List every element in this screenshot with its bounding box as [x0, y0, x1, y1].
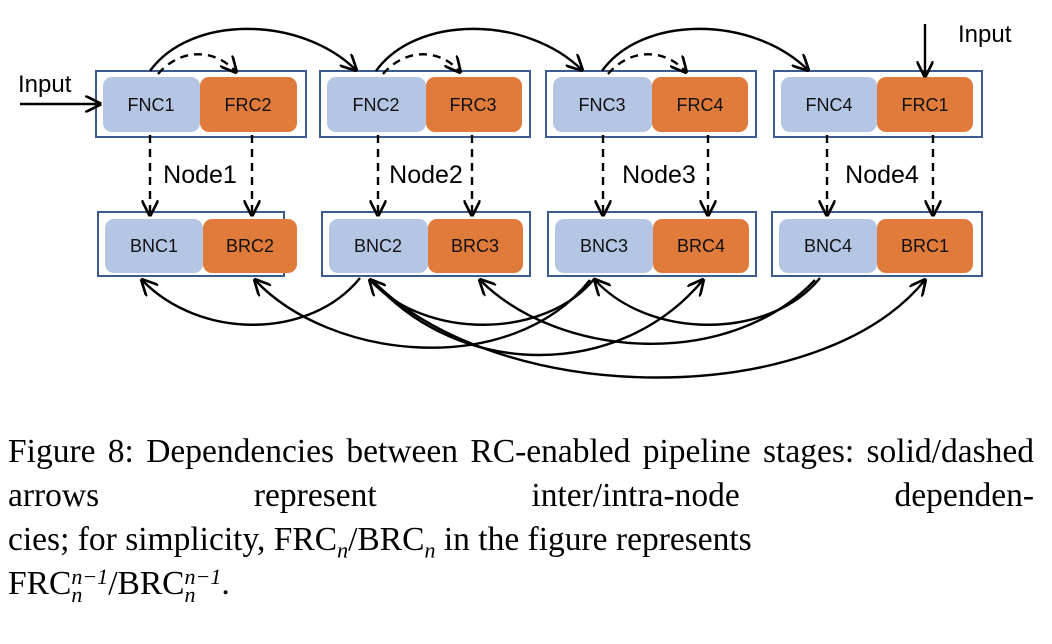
- node-2: FNC2 FRC3 BNC2 BRC3 Node2: [319, 70, 531, 277]
- caption-frc-base: FRC: [8, 565, 72, 602]
- node-label-node4: Node4: [845, 161, 919, 189]
- forward-box-node1: FNC1 FRC2: [95, 70, 307, 138]
- forward-box-node4: FNC4 FRC1: [773, 70, 983, 138]
- caption-slash-brc: /BRC: [108, 565, 185, 602]
- forward-box-node3: FNC3 FRC4: [545, 70, 757, 138]
- inter-arc-fnc1-fnc2: [149, 27, 356, 71]
- brc-cell-node3: [653, 219, 749, 273]
- inter-arc-fnc2-fnc3: [375, 27, 582, 71]
- frc-label-node2: FRC3: [449, 95, 496, 115]
- fnc-label-node3: FNC3: [578, 95, 625, 115]
- inter-arc-bnc4-bnc3: [595, 278, 821, 326]
- brc-cell-node4: [877, 219, 973, 273]
- brc-cell-node1: [203, 219, 297, 273]
- caption-sup-1: n−1: [71, 564, 109, 590]
- node-label-node1: Node1: [163, 161, 237, 189]
- frc-label-node3: FRC4: [676, 95, 723, 115]
- caption-sub-3: n: [71, 582, 83, 608]
- node-4: FNC4 FRC1 BNC4 BRC1 Node4: [771, 70, 983, 277]
- intra-arc-fnc1-frc2: [157, 53, 236, 74]
- bnc-label-node3: BNC3: [580, 236, 628, 256]
- inter-arc-bnc3-brc2: [255, 280, 591, 349]
- node-label-node2: Node2: [389, 161, 463, 189]
- forward-box-node2: FNC2 FRC3: [319, 70, 531, 138]
- bnc-label-node4: BNC4: [804, 236, 852, 256]
- input-label-right: Input: [958, 21, 1012, 48]
- backward-box-node3: BNC3 BRC4: [547, 211, 757, 277]
- frc-cell-node3: [652, 77, 748, 132]
- caption-sub-2: n: [424, 537, 436, 563]
- frc-label-node1: FRC2: [224, 95, 271, 115]
- frc-cell-node4: [877, 77, 973, 132]
- bnc-label-node2: BNC2: [354, 236, 402, 256]
- caption-sub-4: n: [184, 582, 196, 608]
- bnc-cell-node1: [105, 219, 203, 273]
- fnc-label-node2: FNC2: [352, 95, 399, 115]
- fnc-cell-node4: [781, 77, 877, 132]
- node-1: FNC1 FRC2 BNC1 BRC2 Node1: [95, 70, 307, 277]
- inter-arc-bnc2-brc1: [371, 280, 925, 379]
- inter-arc-bnc4-brc3: [480, 280, 816, 345]
- backward-box-node4: BNC4 BRC1: [771, 211, 983, 277]
- inter-arc-bnc2-brc4: [371, 280, 703, 357]
- fnc-label-node1: FNC1: [127, 95, 174, 115]
- node-3: FNC3 FRC4 BNC3 BRC4 Node3: [545, 70, 757, 277]
- frc-label-node4: FRC1: [901, 95, 948, 115]
- pipeline-dependency-diagram: FNC1 FRC2 BNC1 BRC2 Node1 FNC2 FRC3 BNC2…: [18, 21, 1012, 379]
- backward-box-node1: BNC1 BRC2: [97, 211, 297, 277]
- bnc-cell-node2: [329, 219, 428, 273]
- caption-end: .: [221, 565, 230, 602]
- brc-label-node4: BRC1: [901, 236, 949, 256]
- brc-label-node2: BRC3: [451, 236, 499, 256]
- frc-cell-node2: [426, 77, 522, 132]
- fnc-cell-node3: [553, 77, 652, 132]
- inter-arc-fnc3-fnc4: [601, 27, 808, 71]
- fnc-label-node4: FNC4: [805, 95, 852, 115]
- bnc-label-node1: BNC1: [130, 236, 178, 256]
- input-label-left: Input: [18, 71, 72, 98]
- brc-cell-node2: [428, 219, 523, 273]
- caption-sup-2: n−1: [184, 564, 222, 590]
- bnc-cell-node3: [555, 219, 653, 273]
- brc-label-node3: BRC4: [677, 236, 725, 256]
- backward-box-node2: BNC2 BRC3: [321, 211, 531, 277]
- intra-arc-fnc2-frc3: [382, 53, 460, 74]
- figure-caption: Figure 8: Dependencies between RC-enable…: [8, 430, 1034, 606]
- caption-mid: /BRC: [348, 521, 425, 558]
- fnc-cell-node2: [327, 77, 426, 132]
- caption-tail: in the figure represents: [435, 521, 752, 558]
- node-label-node3: Node3: [622, 161, 696, 189]
- caption-sub-1: n: [337, 537, 349, 563]
- inter-arc-bnc2-bnc1: [142, 278, 361, 326]
- bnc-cell-node4: [779, 219, 877, 273]
- fnc-cell-node1: [103, 77, 200, 132]
- brc-label-node1: BRC2: [226, 236, 274, 256]
- intra-arc-fnc3-frc4: [607, 53, 686, 74]
- caption-text-main: Figure 8: Dependencies between RC-enable…: [8, 433, 1034, 514]
- inter-arc-bnc3-bnc2: [370, 278, 596, 326]
- caption-lead: cies; for simplicity, FRC: [8, 521, 338, 558]
- frc-cell-node1: [200, 77, 297, 132]
